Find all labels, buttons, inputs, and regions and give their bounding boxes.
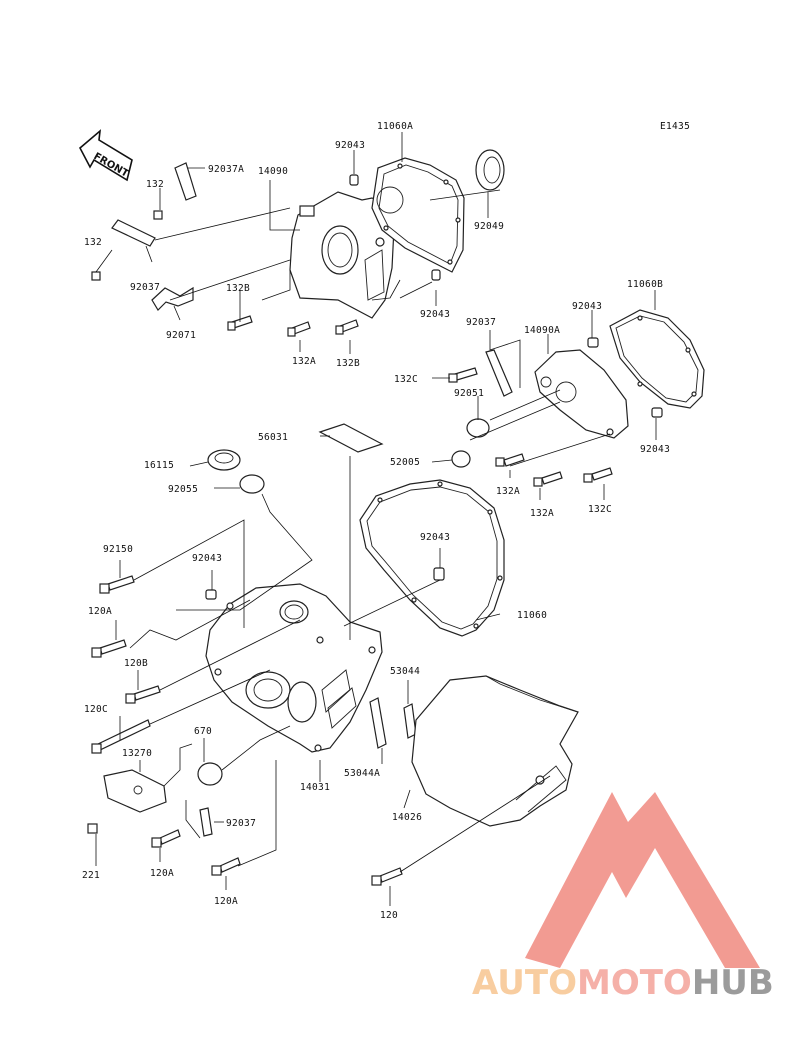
label-92043-lower-right: 92043 [640, 444, 670, 455]
bolts-bottom-left [87, 823, 241, 876]
o-ring-670 [197, 762, 223, 786]
label-92043-right: 92043 [572, 301, 602, 312]
label-92049: 92049 [474, 221, 504, 232]
gasket-11060 [359, 479, 505, 637]
label-120A-b1: 120A [150, 868, 174, 879]
bolts-right-upper [448, 367, 613, 487]
label-plate-56031 [318, 423, 384, 453]
outer-cover-14026 [411, 675, 579, 827]
label-132B-left: 132B [226, 283, 250, 294]
label-14026: 14026 [392, 812, 422, 823]
label-14090A: 14090A [524, 325, 560, 336]
label-92043-mid: 92043 [420, 309, 450, 320]
clutch-cover-inner [289, 191, 395, 319]
dowel-pins-top [349, 174, 441, 281]
bolts-top-left [91, 210, 359, 337]
cap-16115 [207, 449, 241, 471]
label-14031: 14031 [300, 782, 330, 793]
bolts-left-column [91, 575, 161, 754]
gasket-11060A [371, 157, 465, 273]
right-upper-small-parts [451, 337, 663, 468]
label-53044: 53044 [390, 666, 420, 677]
label-132-b: 132 [84, 237, 102, 248]
label-92037A: 92037A [208, 164, 244, 175]
label-92037-bottom: 92037 [226, 818, 256, 829]
label-13270: 13270 [122, 748, 152, 759]
label-221: 221 [82, 870, 100, 881]
label-132A-mid: 132A [292, 356, 316, 367]
label-120B: 120B [124, 658, 148, 669]
watermark-auto: AUTO [472, 963, 577, 1003]
o-ring-92055 [239, 474, 265, 494]
label-11060: 11060 [517, 610, 547, 621]
label-92043-left: 92043 [192, 553, 222, 564]
watermark-moto: MOTO [577, 963, 692, 1003]
bolt-120 [371, 867, 403, 886]
label-120A-b2: 120A [214, 896, 238, 907]
label-52005: 52005 [390, 457, 420, 468]
label-92055: 92055 [168, 484, 198, 495]
label-132B-mid: 132B [336, 358, 360, 369]
cover-14090A [534, 349, 629, 439]
dowel-pins-53044 [369, 697, 417, 749]
label-120A-top: 120A [88, 606, 112, 617]
label-16115: 16115 [144, 460, 174, 471]
label-92071: 92071 [166, 330, 196, 341]
label-92043-gasket: 92043 [420, 532, 450, 543]
watermark-hub: HUB [692, 963, 774, 1003]
label-56031: 56031 [258, 432, 288, 443]
label-92051: 92051 [454, 388, 484, 399]
clip-92037-bottom [199, 807, 213, 837]
label-92037-right: 92037 [466, 317, 496, 328]
label-132-a: 132 [146, 179, 164, 190]
label-92043-top: 92043 [335, 140, 365, 151]
label-132A-r1: 132A [496, 486, 520, 497]
diagram-code: E1435 [660, 121, 690, 132]
gasket-11060B [609, 309, 705, 409]
label-53044A: 53044A [344, 768, 380, 779]
label-120C: 120C [84, 704, 108, 715]
label-132A-r2: 132A [530, 508, 554, 519]
label-132C-left: 132C [394, 374, 418, 385]
automotohub-logo: AUTOMOTOHUB [472, 792, 774, 1003]
label-11060A: 11060A [377, 121, 413, 132]
front-arrow-icon: FRONT [78, 129, 133, 182]
label-92037-left: 92037 [130, 282, 160, 293]
label-14090: 14090 [258, 166, 288, 177]
crankcase-cover-14031 [205, 583, 383, 753]
leader-lines [95, 132, 657, 906]
part-labels: 11060A 92043 92037A 14090 92049 132 132 … [82, 121, 670, 921]
oil-seal-92049 [475, 149, 505, 191]
watermark-text: AUTOMOTOHUB [472, 963, 774, 1003]
label-11060B: 11060B [627, 279, 663, 290]
label-92150: 92150 [103, 544, 133, 555]
label-132C-right: 132C [588, 504, 612, 515]
label-120: 120 [380, 910, 398, 921]
plate-13270 [103, 769, 167, 813]
label-670: 670 [194, 726, 212, 737]
